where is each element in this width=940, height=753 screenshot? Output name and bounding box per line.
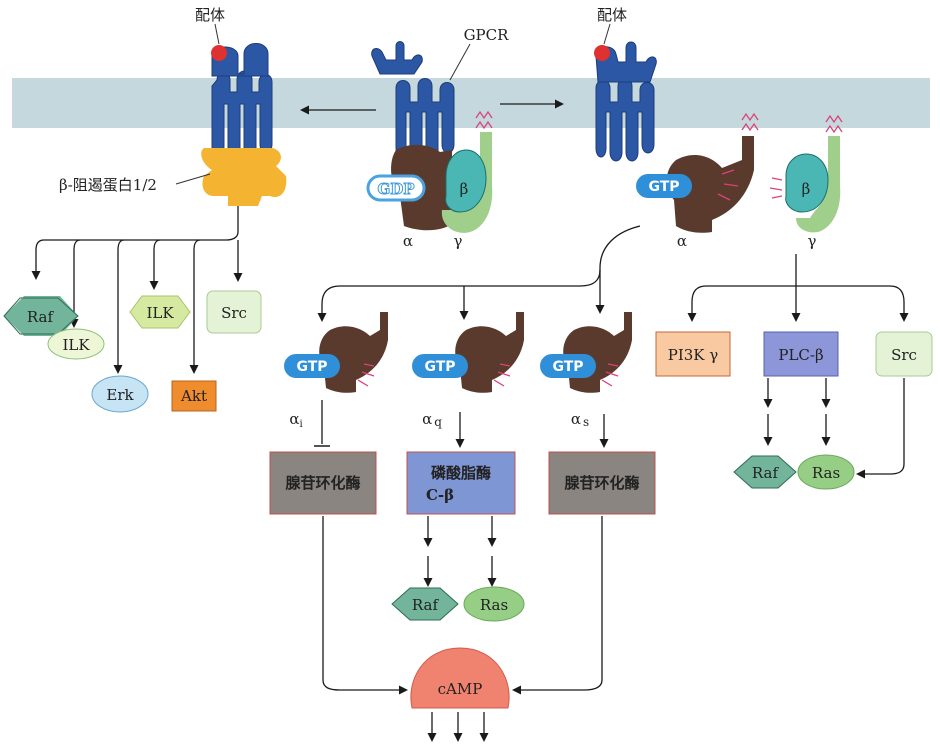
lipid-anchor-alpha-right — [741, 112, 759, 132]
camp-shape — [410, 647, 510, 709]
g-alpha-i — [319, 312, 388, 393]
gamma-label-free: γ — [808, 232, 817, 250]
betagamma-downstream-arrows — [763, 378, 905, 479]
plc-target-ras: Ras — [463, 586, 525, 622]
g-gamma-free — [796, 136, 841, 233]
svg-text:ILK: ILK — [146, 304, 174, 322]
alpha-label-center: α — [403, 232, 413, 250]
g-alpha-q — [455, 312, 524, 393]
gtp-label-as: GTP — [552, 359, 583, 375]
g-beta-free — [785, 153, 829, 213]
arrestin-target-akt: Akt — [171, 380, 217, 412]
svg-text:Erk: Erk — [106, 386, 134, 404]
svg-text:PLC-β: PLC-β — [778, 346, 823, 364]
svg-text:ILK: ILK — [62, 336, 90, 354]
arrestin-target-ilk-oval: ILK — [47, 328, 105, 360]
activation-marks-alpha — [717, 169, 739, 201]
beta-label-center: β — [460, 180, 469, 198]
alpha-branches — [317, 225, 641, 322]
receptor-right — [595, 78, 655, 162]
ligand-right — [594, 45, 610, 61]
camp-label: cAMP — [438, 680, 483, 698]
svg-text:腺苷环化酶: 腺苷环化酶 — [564, 474, 639, 492]
gpcr-label: GPCR — [464, 26, 510, 44]
betagamma-target-pi3k: PI3K γ — [655, 331, 731, 377]
g-alpha-free — [666, 136, 754, 233]
activation-marks-aq — [493, 363, 511, 387]
camp-output-arrows — [427, 712, 489, 742]
lipid-anchor-gamma-right — [825, 114, 843, 134]
arrestin-target-raf: Raf — [3, 296, 79, 336]
ligand-label-right: 配体 — [597, 6, 627, 24]
ligand-left-pointer — [214, 23, 220, 45]
svg-text:C-β: C-β — [426, 486, 454, 504]
lipid-anchor-center — [475, 110, 493, 130]
gtp-label-aq: GTP — [424, 359, 455, 375]
adenylyl-cyclase-ai: 腺苷环化酶 — [269, 451, 377, 515]
activation-marks-betagamma — [769, 177, 783, 199]
svg-text:Raf: Raf — [752, 464, 780, 482]
betagamma-target-raf: Raf — [733, 455, 797, 489]
svg-text:Raf: Raf — [412, 596, 440, 614]
svg-text:PI3K γ: PI3K γ — [668, 346, 719, 364]
svg-text:Ras: Ras — [480, 596, 508, 614]
g-gamma-center — [441, 132, 493, 233]
alpha-i-label: αi — [289, 410, 302, 430]
plc-target-raf: Raf — [391, 587, 459, 621]
svg-text:Src: Src — [891, 346, 917, 364]
arrestin-pointer — [175, 173, 211, 185]
ligand-label-left: 配体 — [195, 6, 225, 24]
g-beta-center — [445, 149, 487, 213]
gdp-pill — [366, 174, 426, 202]
cell-membrane — [12, 78, 930, 128]
gdp-label: GDP — [377, 180, 414, 198]
arrestin-branches — [31, 206, 243, 374]
adenylyl-cyclase-as: 腺苷环化酶 — [548, 451, 656, 515]
gtp-pill-free — [636, 174, 692, 198]
activation-marks-ai — [357, 363, 375, 387]
svg-text:腺苷环化酶: 腺苷环化酶 — [285, 474, 360, 492]
beta-label-free: β — [802, 180, 811, 198]
ac-to-camp-arrows — [322, 516, 603, 695]
gtp-label-free: GTP — [648, 179, 679, 195]
svg-text:Ras: Ras — [812, 464, 840, 482]
g-alpha-s — [563, 312, 632, 393]
betagamma-target-plc: PLC-β — [763, 331, 839, 377]
receptor-center-extracellular — [371, 41, 423, 75]
receptor-right-extracellular — [595, 41, 657, 83]
betagamma-target-ras: Ras — [797, 454, 855, 490]
alpha-label-free: α — [677, 232, 687, 250]
svg-text:Akt: Akt — [180, 387, 207, 405]
beta-arrestin — [201, 148, 287, 206]
arrestin-target-src: Src — [206, 290, 262, 334]
ligand-right-pointer — [603, 23, 611, 45]
arrestin-target-erk: Erk — [91, 375, 149, 413]
gtp-pill-ai — [284, 354, 340, 378]
betagamma-branches — [687, 254, 909, 322]
arrestin-label: β-阻遏蛋白1/2 — [59, 176, 157, 194]
gpcr-pointer — [449, 43, 471, 81]
gtp-pill-as — [540, 354, 596, 378]
svg-text:磷酸脂酶: 磷酸脂酶 — [431, 464, 491, 482]
arrestin-target-ilk-hex: ILK — [129, 295, 191, 329]
gtp-pill-aq — [412, 354, 468, 378]
svg-text:Raf: Raf — [27, 308, 55, 326]
plc-beta-aq: 磷酸脂酶 C-β — [406, 451, 516, 515]
plc-downstream-arrows — [423, 516, 497, 587]
betagamma-target-src: Src — [875, 331, 933, 377]
activation-marks-as — [601, 363, 619, 387]
gamma-label-center: γ — [454, 232, 463, 250]
svg-text:Src: Src — [221, 304, 247, 322]
ligand-left — [211, 45, 227, 61]
gtp-label-ai: GTP — [296, 359, 327, 375]
